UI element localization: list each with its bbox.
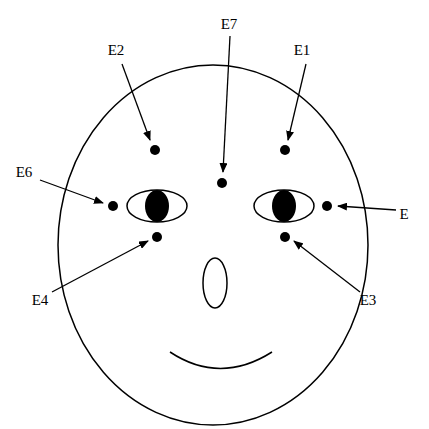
eye-outline	[127, 190, 187, 222]
eye-outline	[254, 190, 314, 222]
electrode-label: E2	[108, 43, 125, 58]
electrode-dots	[108, 145, 332, 242]
leader-arrows	[40, 36, 396, 292]
nose	[203, 258, 227, 308]
electrode-label: E7	[221, 17, 238, 32]
electrode-label: E3	[360, 293, 377, 308]
mouth	[170, 352, 272, 369]
pupil	[145, 190, 169, 222]
pupil	[272, 190, 296, 222]
electrode-label: E4	[32, 293, 49, 308]
electrode-label: E6	[16, 165, 33, 180]
electrode-label: E1	[294, 43, 311, 58]
head-outline	[58, 65, 368, 425]
electrode-label: E	[399, 207, 408, 222]
